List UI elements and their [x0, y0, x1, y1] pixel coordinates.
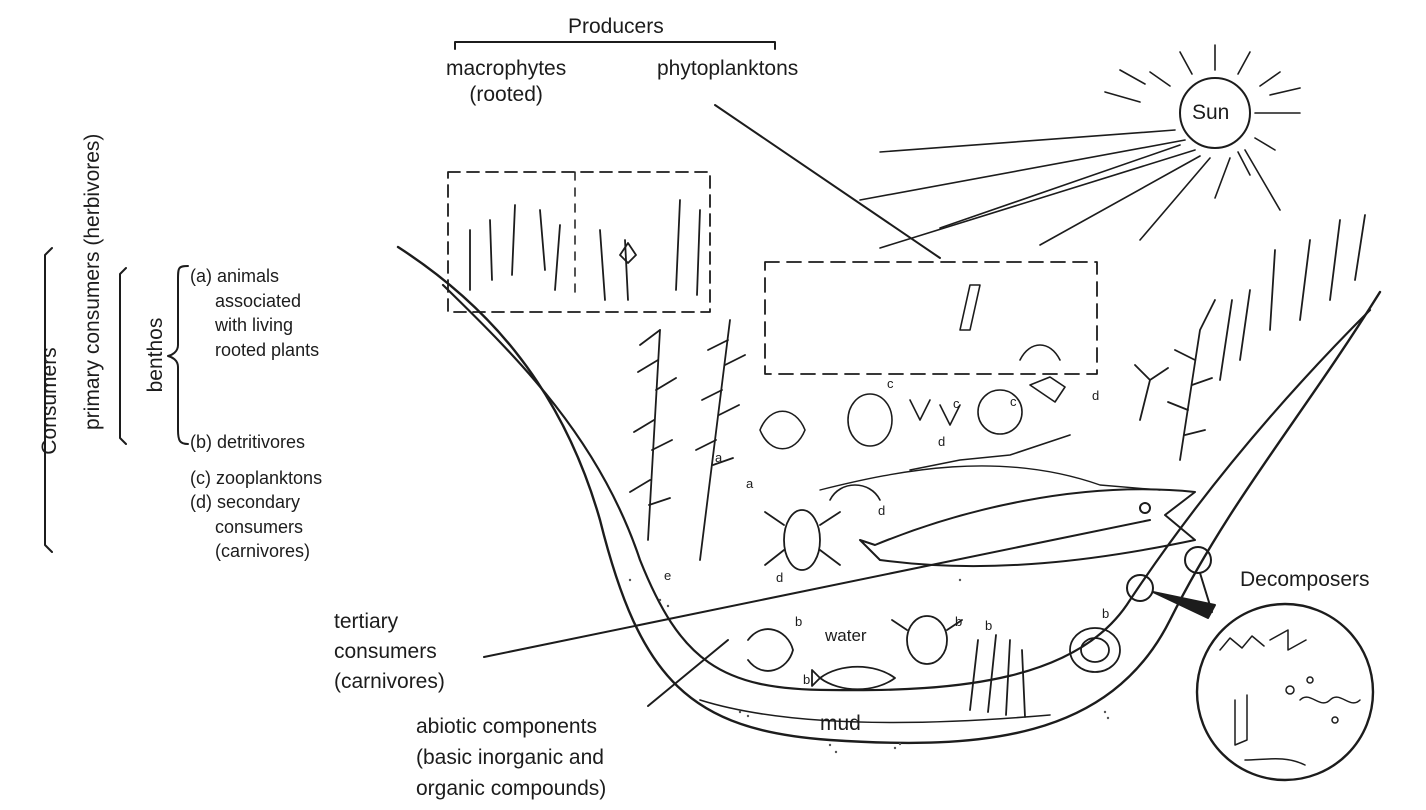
abiotic-components-label: abiotic components (basic inorganic and … [416, 711, 606, 804]
primary-consumers-label: primary consumers (herbivores) [80, 260, 106, 430]
consumers-title: Consumers [38, 321, 62, 481]
sun-label: Sun [1192, 100, 1229, 126]
letter-c-3: c [1010, 394, 1017, 409]
letter-b-2: b [955, 614, 962, 629]
primary-bracket [120, 268, 126, 444]
phytoplankton-box [765, 262, 1097, 374]
producers-bracket [455, 42, 775, 49]
letter-c-1: c [887, 376, 894, 391]
letter-b-1: b [795, 614, 802, 629]
phytoplanktons-label: phytoplanktons [657, 56, 798, 82]
benthos-label: benthos [144, 315, 168, 395]
decomposer-circle [1197, 604, 1373, 780]
letter-a-1: a [746, 476, 754, 491]
sun-graphic [860, 45, 1300, 248]
letter-d-1: d [1092, 388, 1099, 403]
mud-layer-edge [700, 700, 1050, 723]
letter-d-2: d [938, 434, 945, 449]
consumer-item-d: (d) secondary consumers (carnivores) [190, 490, 310, 564]
letter-a-2: a [715, 450, 723, 465]
diving-beetle [765, 510, 840, 570]
tertiary-consumers-label: tertiary consumers (carnivores) [334, 607, 445, 697]
letter-b-5: b [803, 672, 810, 687]
letter-d-4: d [776, 570, 783, 585]
water-surface [820, 466, 1160, 490]
decomposers-label: Decomposers [1240, 567, 1370, 593]
producers-title: Producers [568, 14, 664, 40]
macrophyte-box [448, 172, 710, 312]
consumer-item-c: (c) zooplanktons [190, 466, 322, 491]
letter-c-2: c [953, 396, 960, 411]
letter-b-3: b [985, 618, 992, 633]
mud-label: mud [820, 712, 861, 735]
water-label: water [824, 626, 867, 645]
consumer-item-a: (a) animals associated with living roote… [190, 264, 319, 362]
fish-eye [1140, 503, 1150, 513]
decomposer-pointer [1127, 547, 1215, 618]
sun-rays [860, 45, 1300, 248]
large-fish [860, 489, 1195, 566]
macrophytes-label: macrophytes (rooted) [446, 56, 566, 108]
pond-basin-outer [398, 247, 1380, 743]
letter-d-3: d [878, 503, 885, 518]
microbes [1220, 630, 1360, 765]
consumer-item-b: (b) detritivores [190, 430, 305, 455]
letter-b-4: b [1102, 606, 1109, 621]
letter-e-1: e [664, 568, 671, 583]
tertiary-pointer [484, 520, 1150, 657]
rooted-plants-left [470, 200, 745, 560]
diving-beetle-2 [892, 616, 962, 664]
benthos-brace [168, 266, 188, 444]
phytoplankton-pointer [715, 105, 940, 258]
rooted-plants-right [1135, 215, 1365, 460]
